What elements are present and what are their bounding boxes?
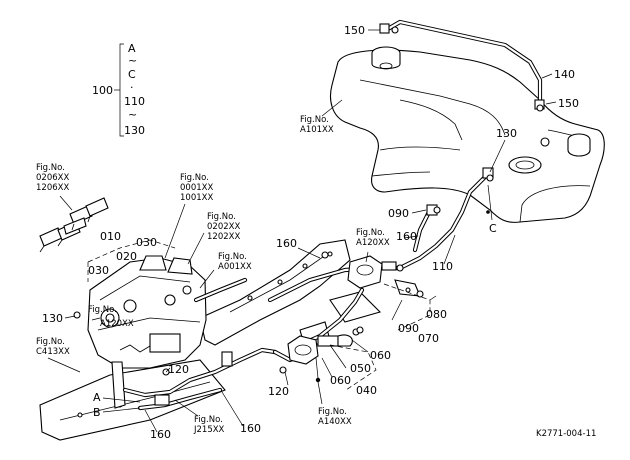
bracket-item-dot: . (130, 78, 134, 91)
fig-ref-0206XX[interactable]: Fig.No. 0206XX 1206XX (36, 163, 69, 193)
bracket-item-tilde-1: ~ (128, 54, 137, 67)
injection-nozzles (39, 197, 109, 253)
callout-A[interactable]: A (93, 391, 101, 404)
callout-160-bottom-left[interactable]: 160 (150, 428, 171, 441)
svg-text:A140XX: A140XX (318, 417, 352, 427)
bracket-label-100: 100 (92, 84, 113, 97)
callout-160-center[interactable]: 160 (276, 237, 297, 250)
svg-text:Fig.No.: Fig.No. (36, 163, 65, 173)
fig-ref-0001XX[interactable]: Fig.No. 0001XX 1001XX (180, 173, 213, 203)
svg-text:Fig.No.: Fig.No. (207, 212, 236, 222)
svg-text:0202XX: 0202XX (207, 222, 240, 232)
callout-C[interactable]: C (489, 222, 497, 235)
fig-ref-C413XX[interactable]: Fig.No. C413XX (36, 337, 70, 357)
svg-text:J215XX: J215XX (193, 425, 225, 435)
callout-030-upper[interactable]: 030 (136, 236, 157, 249)
svg-text:Fig.No.: Fig.No. (318, 407, 347, 417)
bracket-item-A: A (128, 42, 136, 55)
svg-text:Fig.No.: Fig.No. (218, 252, 247, 262)
callout-140[interactable]: 140 (554, 68, 575, 81)
callout-010[interactable]: 010 (100, 230, 121, 243)
callout-160-right[interactable]: 160 (396, 230, 417, 243)
fig-ref-A140XX[interactable]: Fig.No. A140XX (318, 407, 352, 427)
svg-text:0206XX: 0206XX (36, 173, 69, 183)
svg-text:Fig.No.: Fig.No. (36, 337, 65, 347)
svg-text:0001XX: 0001XX (180, 183, 213, 193)
series-bracket: 100 A ~ C . 110 ~ 130 (92, 42, 145, 137)
leader-lines (47, 29, 557, 433)
engine-block (87, 255, 207, 409)
bracket-item-110: 110 (124, 95, 145, 108)
fig-ref-A001XX[interactable]: Fig.No. A001XX (218, 252, 252, 272)
callout-060-lower[interactable]: 060 (330, 374, 351, 387)
callout-050[interactable]: 050 (350, 362, 371, 375)
callout-150-right[interactable]: 150 (558, 97, 579, 110)
callout-090-lower[interactable]: 090 (398, 322, 419, 335)
callout-150-top[interactable]: 150 (344, 24, 365, 37)
callout-040[interactable]: 040 (356, 384, 377, 397)
bracket-item-C: C (128, 68, 136, 81)
fig-ref-0202XX[interactable]: Fig.No. 0202XX 1202XX (207, 212, 240, 242)
callout-130-left[interactable]: 130 (42, 312, 63, 325)
bracket-item-tilde-2: ~ (128, 108, 137, 121)
callout-B[interactable]: B (93, 406, 101, 419)
fig-ref-A120XX-pump[interactable]: Fig.No. A120XX (356, 228, 390, 248)
svg-text:1206XX: 1206XX (36, 183, 69, 193)
callout-080[interactable]: 080 (426, 308, 447, 321)
svg-text:Fig.No.: Fig.No. (356, 228, 385, 238)
callout-160-bottom-right[interactable]: 160 (240, 422, 261, 435)
svg-text:Fig.No.: Fig.No. (300, 115, 329, 125)
part-callouts: 150 140 150 130 090 C 160 110 160 010 03… (42, 24, 579, 441)
callout-030-lower[interactable]: 030 (88, 264, 109, 277)
svg-text:Fig.No.: Fig.No. (194, 415, 223, 425)
figure-references: Fig.No. A101XX Fig.No. 0206XX 1206XX Fig… (36, 115, 390, 435)
fig-ref-A120XX-engine[interactable]: Fig.No. A120XX (88, 305, 134, 329)
callout-110[interactable]: 110 (432, 260, 453, 273)
svg-text:A120XX: A120XX (100, 319, 134, 329)
svg-text:C413XX: C413XX (36, 347, 70, 357)
callout-130-top[interactable]: 130 (496, 127, 517, 140)
callout-070[interactable]: 070 (418, 332, 439, 345)
fig-ref-A101XX[interactable]: Fig.No. A101XX (300, 115, 334, 135)
callout-120-lower[interactable]: 120 (268, 385, 289, 398)
bracket-item-130: 130 (124, 124, 145, 137)
svg-text:A001XX: A001XX (218, 262, 252, 272)
svg-text:1001XX: 1001XX (180, 193, 213, 203)
svg-text:Fig.No.: Fig.No. (88, 305, 117, 315)
fuel-pump (347, 255, 424, 298)
svg-text:Fig.No.: Fig.No. (180, 173, 209, 183)
fig-ref-J215XX[interactable]: Fig.No. J215XX (193, 415, 225, 435)
diagram-ref-code: K2771-004-11 (536, 429, 596, 439)
svg-text:1202XX: 1202XX (207, 232, 240, 242)
callout-120-left[interactable]: 120 (168, 363, 189, 376)
svg-text:A101XX: A101XX (300, 125, 334, 135)
callout-060-right[interactable]: 060 (370, 349, 391, 362)
svg-text:A120XX: A120XX (356, 238, 390, 248)
fuel-tank (329, 46, 605, 223)
callout-020[interactable]: 020 (116, 250, 137, 263)
callout-090-upper[interactable]: 090 (388, 207, 409, 220)
